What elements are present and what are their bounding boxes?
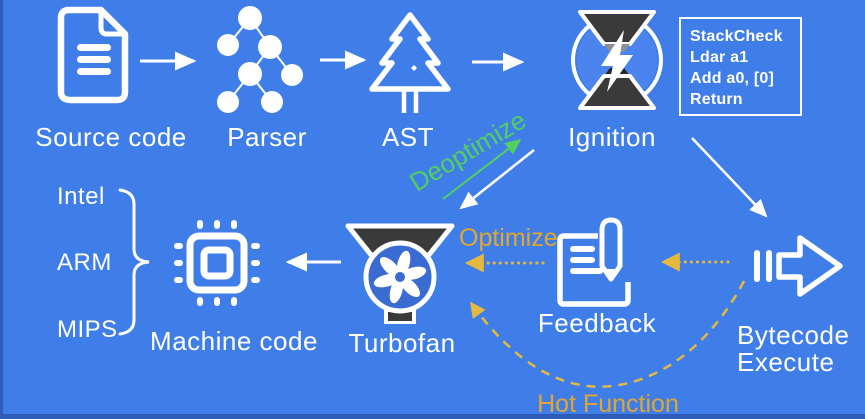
left-edge-strip — [0, 0, 3, 419]
notes-pen-icon — [557, 217, 631, 307]
chip-icon — [174, 220, 260, 306]
turbofan-icon — [345, 223, 455, 324]
machine-code-label: Machine code — [150, 326, 318, 356]
tree-graph-icon — [217, 6, 303, 113]
ignition-label: Ignition — [568, 122, 656, 152]
bytecode-execute-line1: Bytecode — [737, 320, 850, 350]
document-icon — [57, 6, 129, 104]
optimize-label: Optimize — [459, 224, 558, 252]
bytecode-listing-box: StackCheck Ldar a1 Add a0, [0] Return — [679, 17, 802, 116]
bytecode-line: Ldar a1 — [690, 49, 749, 66]
ast-label: AST — [381, 122, 435, 152]
bytecode-line: Return — [690, 91, 743, 108]
hot-function-label: Hot Function — [537, 390, 679, 418]
bytecode-line: StackCheck — [690, 28, 783, 45]
turbofan-label: Turbofan — [348, 328, 456, 358]
architecture-brace — [118, 188, 150, 336]
fast-forward-arrow-icon — [754, 235, 843, 297]
arch-mips-label: MIPS — [57, 316, 118, 343]
source-code-label: Source code — [35, 122, 187, 152]
parser-label: Parser — [227, 122, 307, 152]
hourglass-lightning-icon — [571, 10, 663, 110]
feedback-label: Feedback — [537, 308, 657, 338]
christmas-tree-icon — [369, 12, 451, 113]
bottom-edge-strip — [0, 414, 865, 419]
arrow-ignition-to-turbofan — [459, 149, 535, 210]
arrow-ignition-to-bytecode — [691, 137, 768, 218]
arrow-deoptimize-green — [442, 138, 522, 200]
bytecode-line: Add a0, [0] — [690, 70, 774, 87]
arch-intel-label: Intel — [57, 183, 105, 210]
bytecode-execute-line2: Execute — [737, 347, 835, 377]
arch-arm-label: ARM — [57, 249, 112, 276]
bytecode-execute-label: Bytecode Execute — [737, 322, 849, 376]
